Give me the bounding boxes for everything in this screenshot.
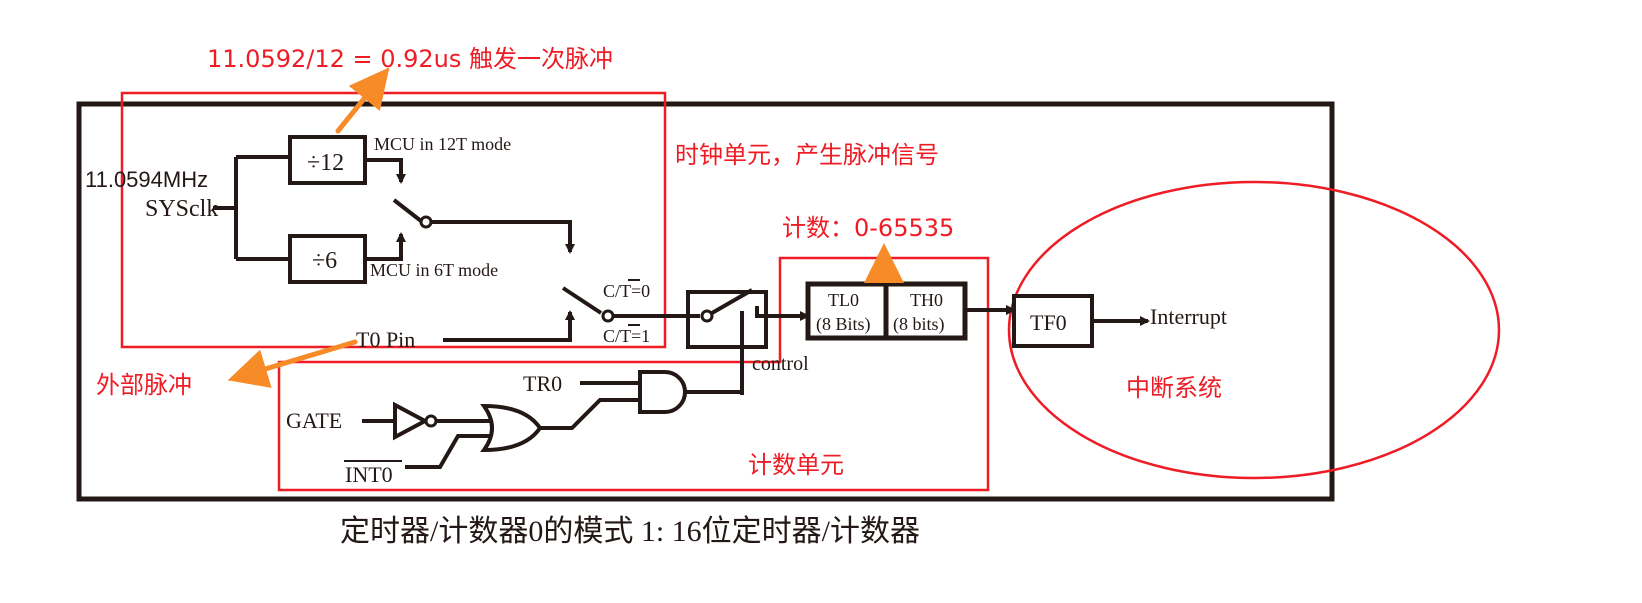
diagram-caption: 定时器/计数器0的模式 1: 16位定时器/计数器 bbox=[340, 515, 920, 548]
svg-text:C/T=0: C/T=0 bbox=[603, 281, 650, 301]
not-gate-bubble bbox=[424, 414, 438, 428]
not-gate bbox=[393, 401, 430, 441]
interrupt-system-ellipse bbox=[1007, 180, 1501, 480]
tl0-bits-label: (8 Bits) bbox=[816, 314, 871, 335]
control-label: control bbox=[752, 353, 809, 375]
clock-formula-annotation: 11.0592/12 = 0.92us 触发一次脉冲 bbox=[207, 45, 613, 73]
int0-label: INT0 bbox=[344, 460, 402, 487]
count-unit-annotation: 计数单元 bbox=[748, 451, 844, 479]
gate-label: GATE bbox=[286, 408, 342, 433]
ct0-label: C/T=0 bbox=[603, 279, 650, 301]
mode12-label: MCU in 12T mode bbox=[374, 134, 511, 154]
th0-label: TH0 bbox=[910, 290, 943, 310]
div12-to-switch bbox=[365, 158, 406, 184]
mode-switch-arm bbox=[392, 198, 423, 223]
ct-switch-arm bbox=[561, 286, 603, 315]
mode6-label: MCU in 6T mode bbox=[370, 260, 498, 280]
frequency-label: 11.0594MHz bbox=[85, 167, 208, 192]
switch-to-tl0 bbox=[755, 306, 810, 321]
tr0-label: TR0 bbox=[523, 371, 562, 396]
sysclk-wire bbox=[213, 155, 290, 261]
control-switch-box bbox=[686, 290, 768, 349]
th0-bits-label: (8 bits) bbox=[893, 314, 945, 335]
tl0-label: TL0 bbox=[828, 290, 859, 310]
tf0-label: TF0 bbox=[1030, 310, 1067, 335]
clock-unit-annotation: 时钟单元，产生脉冲信号 bbox=[675, 141, 939, 169]
ct-switch-pivot bbox=[601, 309, 615, 323]
div12-label: ÷12 bbox=[307, 150, 344, 176]
formula-arrow bbox=[335, 67, 390, 134]
control-switch-arm bbox=[711, 288, 753, 315]
t0pin-label: T0 Pin bbox=[356, 327, 415, 352]
or-gate bbox=[480, 403, 543, 453]
or-to-and bbox=[540, 398, 640, 430]
and-gate bbox=[638, 370, 687, 414]
external-pulse-annotation: 外部脉冲 bbox=[96, 371, 192, 399]
svg-text:C/T=1: C/T=1 bbox=[603, 326, 650, 346]
div6-to-switch bbox=[365, 232, 406, 261]
count-range-annotation: 计数：0-65535 bbox=[782, 214, 954, 242]
clock-unit-box bbox=[120, 91, 667, 349]
outer-frame bbox=[76, 101, 1335, 502]
ct1-label: C/T=1 bbox=[603, 324, 650, 346]
div6-label: ÷6 bbox=[312, 248, 337, 274]
mode-to-ct-switch bbox=[431, 220, 575, 254]
interrupt-label: Interrupt bbox=[1150, 304, 1227, 329]
int0-wire bbox=[405, 434, 490, 469]
sysclk-label: SYSclk bbox=[145, 196, 218, 222]
interrupt-system-annotation: 中断系统 bbox=[1126, 374, 1222, 402]
count-unit-box bbox=[277, 256, 990, 492]
mode-switch-pivot bbox=[419, 215, 433, 229]
t0pin-wire bbox=[443, 310, 575, 342]
external-pulse-arrow bbox=[227, 339, 358, 388]
svg-text:INT0: INT0 bbox=[345, 462, 393, 487]
control-switch-pivot bbox=[700, 309, 714, 323]
